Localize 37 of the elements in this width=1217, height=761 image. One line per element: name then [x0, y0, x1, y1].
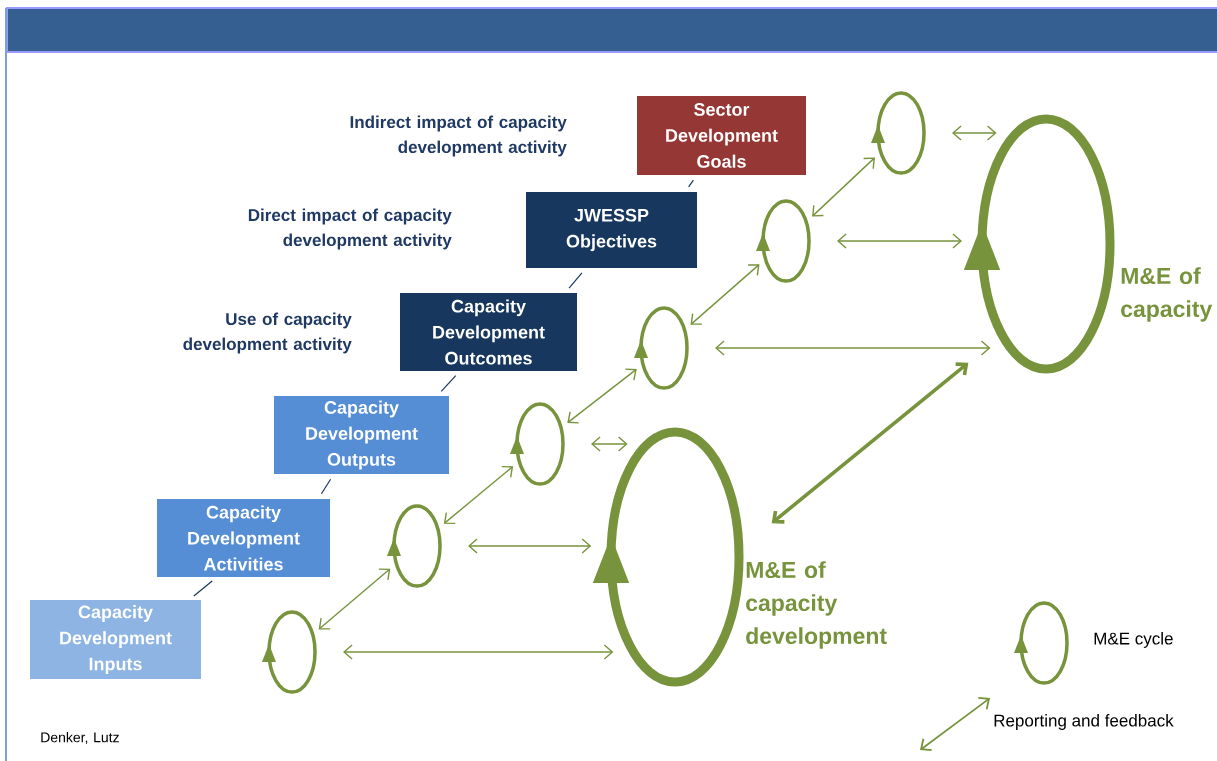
process-box: JWESSP Objectives — [526, 192, 697, 268]
double-arrow — [443, 465, 514, 525]
double-arrow — [952, 125, 997, 141]
process-box: Capacity Development Outputs — [274, 396, 449, 474]
cycle-loop — [871, 91, 926, 175]
double-arrow — [318, 568, 391, 630]
double-arrow — [591, 436, 628, 452]
level-label: Use of capacity development activity — [183, 312, 352, 354]
connector-line — [688, 179, 694, 188]
process-box: Capacity Development Inputs — [30, 600, 201, 679]
double-arrow — [567, 368, 637, 424]
cycle-loop — [634, 306, 689, 390]
connector-line — [193, 580, 213, 597]
cycle-loop — [756, 199, 811, 283]
cycle-loop — [262, 610, 317, 694]
cycle-loop — [387, 504, 442, 588]
double-arrow — [837, 233, 963, 249]
level-label: Direct impact of capacity development activity — [248, 208, 452, 250]
double-arrow — [771, 362, 969, 524]
cycle-label: M&E of capacity — [1121, 267, 1213, 322]
connector-line — [568, 272, 583, 289]
double-arrow — [690, 264, 760, 325]
connector-line — [440, 375, 457, 392]
double-arrow — [468, 538, 592, 554]
credit-text: Denker, Lutz — [41, 732, 119, 744]
process-box: Sector Development Goals — [637, 96, 806, 175]
legend-text: M&E cycle — [1094, 632, 1173, 648]
cycle-loop — [510, 402, 565, 486]
process-box: Capacity Development Activities — [157, 499, 330, 577]
cycle-label: M&E of capacity development — [746, 561, 887, 649]
double-arrow — [343, 644, 614, 660]
double-arrow — [715, 340, 991, 356]
process-box: Capacity Development Outcomes — [400, 293, 577, 371]
legend-text: Reporting and feedback — [994, 714, 1174, 730]
connector-line — [320, 478, 332, 495]
double-arrow — [812, 157, 875, 217]
level-label: Indirect impact of capacity development activity — [350, 115, 567, 157]
